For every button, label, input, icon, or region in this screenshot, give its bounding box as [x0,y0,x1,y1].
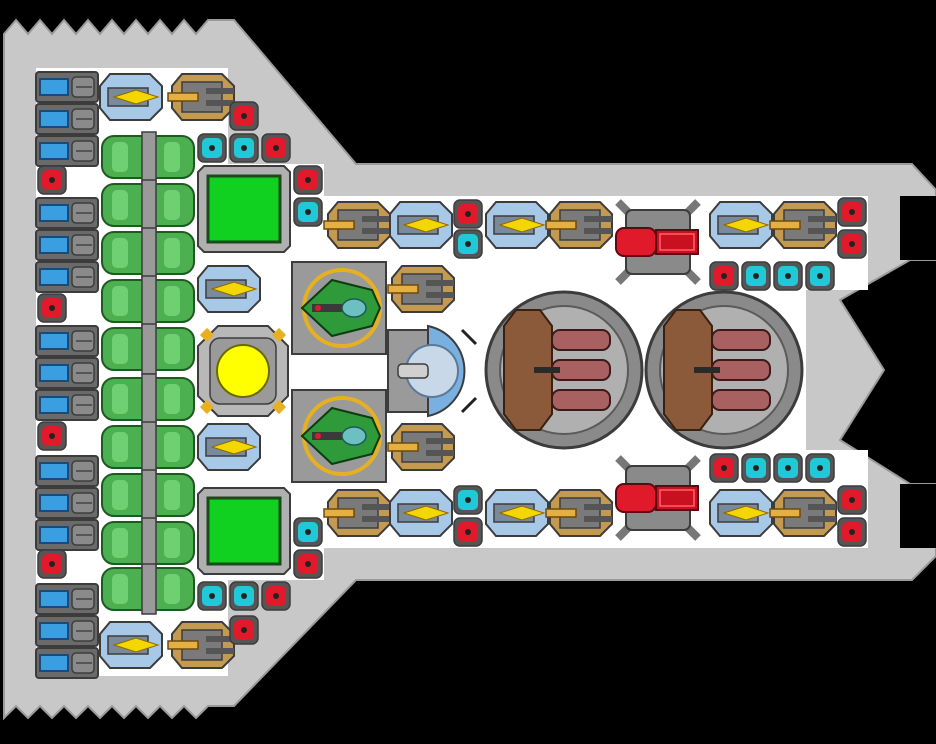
armor-plate[interactable] [197,165,291,253]
laser-turret[interactable] [485,201,549,249]
railgun-turret[interactable] [323,201,391,249]
power-node[interactable] [837,517,867,547]
power-node[interactable] [229,615,259,645]
fuel-tank[interactable] [101,563,195,615]
power-node[interactable] [229,101,259,131]
power-node[interactable] [261,133,291,163]
shield-node[interactable] [805,261,835,291]
fuel-tank[interactable] [101,227,195,279]
laser-turret[interactable] [485,489,549,537]
power-node[interactable] [37,293,67,323]
battery-module[interactable] [35,583,99,615]
power-node[interactable] [709,261,739,291]
power-node[interactable] [837,485,867,515]
railgun-turret[interactable] [545,489,613,537]
laser-turret[interactable] [709,489,773,537]
laser-turret[interactable] [99,73,163,121]
battery-module[interactable] [35,455,99,487]
fuel-tank[interactable] [101,323,195,375]
heavy-cannon[interactable] [484,290,644,450]
railgun-turret[interactable] [323,489,391,537]
battery-module[interactable] [35,519,99,551]
battery-module[interactable] [35,71,99,103]
battery-module[interactable] [35,261,99,293]
battery-module[interactable] [35,103,99,135]
shield-node[interactable] [773,453,803,483]
power-node[interactable] [261,581,291,611]
battery-module[interactable] [35,357,99,389]
fighter-bay[interactable] [291,389,387,483]
fuel-tank[interactable] [101,373,195,425]
shield-node[interactable] [741,453,771,483]
plasma-cannon[interactable] [615,199,701,285]
battery-module[interactable] [35,197,99,229]
shield-node[interactable] [229,581,259,611]
fuel-tank[interactable] [101,469,195,521]
power-node[interactable] [453,199,483,229]
power-node[interactable] [709,453,739,483]
power-node[interactable] [453,517,483,547]
power-node[interactable] [37,549,67,579]
railgun-turret[interactable] [769,201,837,249]
railgun-turret[interactable] [387,265,455,313]
reactor-core[interactable] [197,325,289,417]
shield-node[interactable] [453,229,483,259]
power-node[interactable] [293,549,323,579]
shield-node[interactable] [805,453,835,483]
laser-turret[interactable] [197,423,261,471]
railgun-turret[interactable] [167,73,235,121]
armor-plate[interactable] [197,487,291,575]
laser-turret[interactable] [389,201,453,249]
laser-turret[interactable] [709,201,773,249]
battery-module[interactable] [35,647,99,679]
power-node[interactable] [37,421,67,451]
shield-node[interactable] [197,581,227,611]
shield-node[interactable] [773,261,803,291]
railgun-turret[interactable] [769,489,837,537]
battery-module[interactable] [35,135,99,167]
shield-node[interactable] [453,485,483,515]
heavy-cannon[interactable] [644,290,804,450]
shield-node[interactable] [741,261,771,291]
railgun-turret[interactable] [387,423,455,471]
fuel-tank[interactable] [101,179,195,231]
laser-turret[interactable] [99,621,163,669]
laser-turret[interactable] [197,265,261,313]
railgun-turret[interactable] [167,621,235,669]
shield-generator[interactable] [387,324,466,418]
power-node[interactable] [293,165,323,195]
shield-arc-mark [460,328,478,346]
battery-module[interactable] [35,325,99,357]
power-node[interactable] [837,197,867,227]
fuel-tank[interactable] [101,517,195,569]
battery-module[interactable] [35,615,99,647]
fighter-bay[interactable] [291,261,387,355]
shield-node[interactable] [293,197,323,227]
shield-node[interactable] [197,133,227,163]
plasma-cannon[interactable] [615,455,701,541]
shield-arc-mark [460,396,478,414]
laser-turret[interactable] [389,489,453,537]
railgun-turret[interactable] [545,201,613,249]
fuel-tank[interactable] [101,131,195,183]
fuel-tank[interactable] [101,275,195,327]
battery-module[interactable] [35,389,99,421]
fuel-tank[interactable] [101,421,195,473]
shield-node[interactable] [293,517,323,547]
power-node[interactable] [837,229,867,259]
battery-module[interactable] [35,229,99,261]
power-node[interactable] [37,165,67,195]
shield-node[interactable] [229,133,259,163]
battery-module[interactable] [35,487,99,519]
